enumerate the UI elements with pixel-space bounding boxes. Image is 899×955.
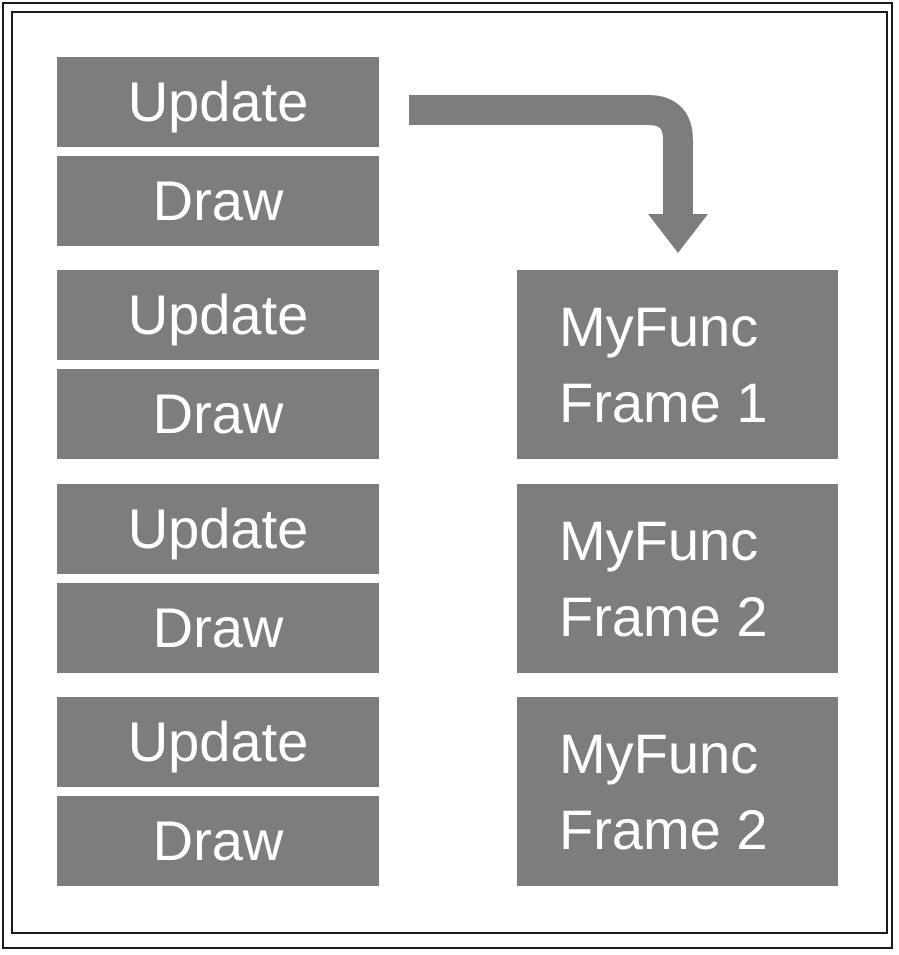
update-label: Update bbox=[127, 283, 309, 346]
frame-label: Frame 2 bbox=[559, 584, 768, 648]
draw-block-1: Draw bbox=[57, 156, 379, 246]
update-block-3: Update bbox=[57, 484, 379, 574]
draw-label: Draw bbox=[152, 382, 284, 445]
draw-block-3: Draw bbox=[57, 583, 379, 673]
draw-block-2: Draw bbox=[57, 369, 379, 459]
myfunc-frame-block-1: MyFunc Frame 1 bbox=[517, 270, 838, 459]
myfunc-frame-block-3: MyFunc Frame 2 bbox=[517, 697, 838, 886]
draw-label: Draw bbox=[152, 809, 284, 872]
func-name: MyFunc bbox=[559, 508, 759, 572]
func-name: MyFunc bbox=[559, 294, 759, 358]
draw-label: Draw bbox=[152, 596, 284, 659]
frame-label: Frame 1 bbox=[559, 370, 768, 434]
update-block-1: Update bbox=[57, 57, 379, 147]
update-block-2: Update bbox=[57, 270, 379, 360]
func-name: MyFunc bbox=[559, 721, 759, 785]
update-label: Update bbox=[127, 710, 309, 773]
myfunc-frame-block-2: MyFunc Frame 2 bbox=[517, 484, 838, 673]
draw-label: Draw bbox=[152, 169, 284, 232]
update-label: Update bbox=[127, 70, 309, 133]
update-label: Update bbox=[127, 497, 309, 560]
draw-block-4: Draw bbox=[57, 796, 379, 886]
frame-label: Frame 2 bbox=[559, 797, 768, 861]
update-block-4: Update bbox=[57, 697, 379, 787]
